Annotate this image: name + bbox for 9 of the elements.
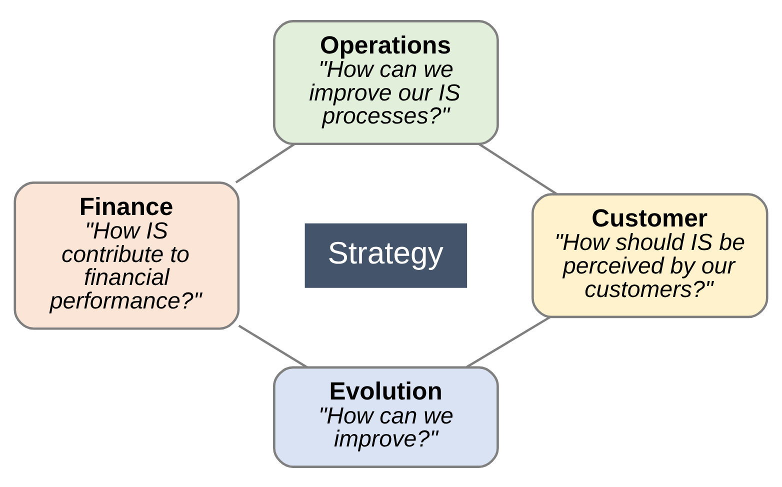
connector — [466, 316, 551, 368]
connector — [478, 142, 558, 195]
connector — [235, 142, 296, 183]
node-box: Customer "How should IS be perceived by our customers?" — [532, 192, 768, 318]
node-box: Finance "How IS contribute to financial performance?" — [14, 181, 240, 330]
node-box: Strategy — [304, 222, 468, 288]
node-box: Operations "How can we improve our IS processes?" — [273, 20, 499, 145]
node-box: Evolution "How can we improve?" — [273, 366, 499, 468]
connector — [238, 324, 308, 368]
